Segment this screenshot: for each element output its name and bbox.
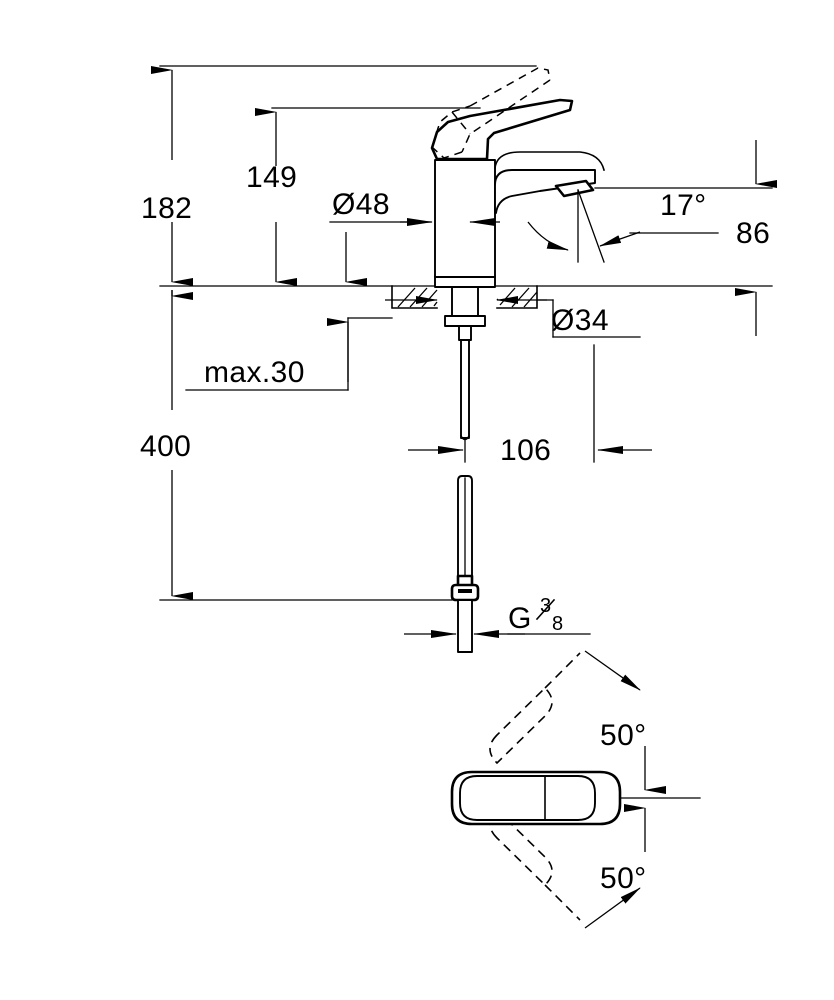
connector-slot	[458, 589, 472, 593]
dimension-label-149: 149	[246, 161, 297, 194]
dimension-17deg: 17°	[527, 189, 719, 263]
dim-arrow-17deg	[599, 231, 641, 247]
swivel-lever-centre	[450, 770, 622, 826]
thread-label-g: G	[508, 602, 532, 635]
aerator-outlet	[554, 179, 595, 198]
lever-open-outline-d	[431, 146, 463, 159]
dimension-label-17deg: 17°	[660, 189, 707, 222]
thread-label-numerator: 3	[540, 595, 551, 617]
countertop-left-body	[391, 285, 438, 309]
swivel-upper-extension	[544, 652, 581, 689]
dimension-d34: Ø34	[536, 299, 641, 338]
dimension-label-86: 86	[736, 217, 770, 250]
spout-top-contour	[494, 151, 605, 171]
countertop-right-body	[496, 285, 538, 309]
threaded-tail	[457, 599, 473, 653]
dimension-label-400: 400	[140, 430, 191, 463]
dimension-label-d34: Ø34	[551, 304, 609, 337]
swivel-position-lower	[489, 808, 553, 887]
angle-arc-arrow	[527, 221, 569, 251]
mounting-shank	[451, 286, 479, 319]
dimension-86: 86	[594, 140, 777, 336]
dimension-label-d48: Ø48	[332, 188, 390, 221]
lever-open-outline-a	[431, 105, 471, 148]
dimension-182: 182	[141, 65, 537, 286]
lever-open-pivot-line	[451, 111, 471, 135]
dimension-106: 106	[408, 344, 652, 467]
swivel-arrow-upper	[584, 650, 641, 691]
swivel-position-upper	[489, 686, 553, 765]
dimension-label-106: 106	[500, 434, 551, 467]
dimension-label-max30: max.30	[204, 356, 305, 389]
lever-open-outline-c	[461, 79, 551, 153]
top-swivel-view: 50° 50°	[450, 650, 701, 929]
mounting-stud	[458, 325, 472, 341]
aerator-stream-axis	[577, 189, 605, 263]
swivel-lower-extension	[544, 884, 581, 921]
faucet-body	[434, 151, 605, 278]
swivel-label-top: 50°	[600, 719, 647, 752]
lever-inner-outline	[459, 775, 596, 821]
faucet-base-assembly	[434, 275, 496, 341]
countertop-hatching-left	[397, 287, 438, 308]
front-elevation-view: 182 400 149 Ø48	[140, 65, 777, 653]
body-column	[434, 159, 496, 278]
swivel-angle-leaders: 50° 50°	[584, 650, 701, 929]
hose-upper-tube	[460, 339, 470, 439]
swivel-arrow-lower	[584, 887, 641, 929]
dimension-max30: max.30	[185, 317, 393, 391]
swivel-dashed-positions	[489, 652, 581, 921]
lever-closed-position	[430, 98, 574, 161]
dimension-label-182: 182	[141, 192, 192, 225]
dimension-d48: Ø48	[329, 188, 500, 286]
dimension-400: 400	[140, 290, 453, 601]
lever-open-outline-b	[469, 67, 551, 107]
spout-arm	[494, 169, 596, 214]
countertop-hatching-right	[496, 287, 538, 308]
thread-label-denominator: 8	[552, 613, 563, 635]
swivel-label-bottom: 50°	[600, 862, 647, 895]
supply-hose-assembly	[450, 339, 480, 653]
mounting-nut	[444, 315, 486, 327]
thread-fraction-bar	[535, 598, 556, 621]
dimension-149: 149	[246, 107, 481, 286]
lever-handle-assembly	[430, 67, 574, 161]
dimension-thread-g38: G 3 8	[404, 595, 591, 638]
